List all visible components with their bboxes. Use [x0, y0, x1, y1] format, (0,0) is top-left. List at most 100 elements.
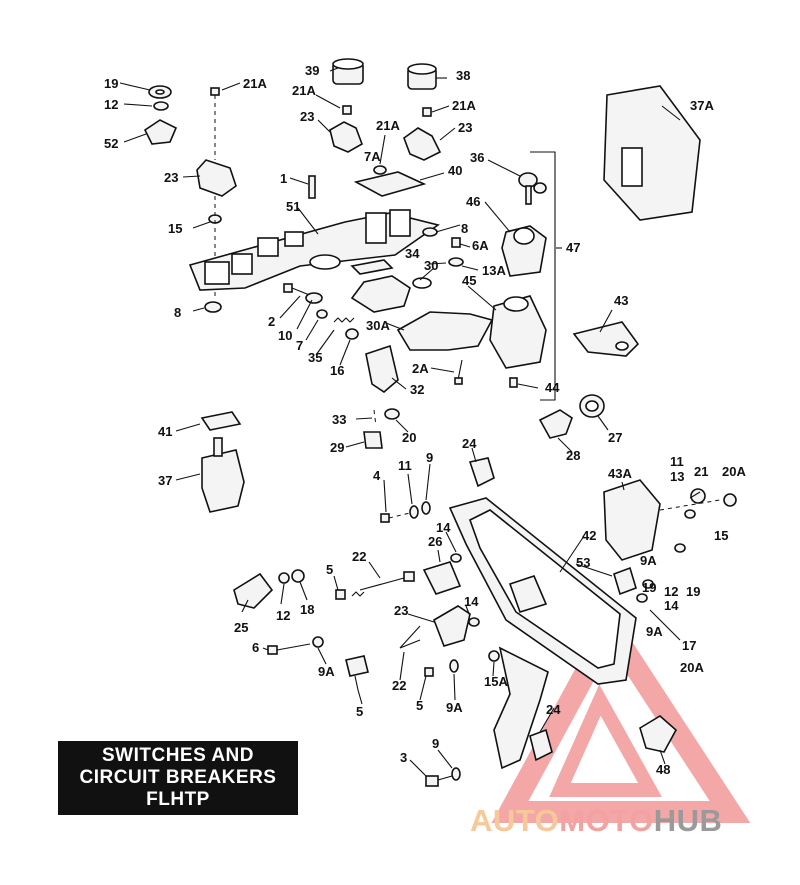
- callout-32: 32: [410, 382, 424, 397]
- part-nuts-19-12: [636, 543, 686, 603]
- part-bolt-4: [380, 511, 415, 523]
- callout-19-b: 19: [642, 580, 656, 595]
- callout-4: 4: [373, 468, 381, 483]
- callout-11-a: 11: [398, 458, 412, 473]
- callout-46: 46: [466, 194, 480, 209]
- callout-20-a: 20: [402, 430, 416, 445]
- callout-12-a: 12: [104, 97, 118, 112]
- part-washer-8-left: [204, 301, 222, 313]
- callout-15-a: 15: [168, 221, 182, 236]
- callout-18: 18: [300, 602, 314, 617]
- callout-38: 38: [456, 68, 470, 83]
- part-bracket-30A: [396, 311, 494, 351]
- part-spring-35: [333, 317, 355, 323]
- callout-19-c: 19: [686, 584, 700, 599]
- callout-6A: 6A: [472, 238, 489, 253]
- callout-14-c: 14: [664, 598, 679, 613]
- callout-13: 13: [670, 469, 684, 484]
- part-cap-38: [407, 63, 437, 90]
- part-clamp-32: [365, 344, 399, 394]
- callout-5-b: 5: [416, 698, 423, 713]
- watermark-moto: MOTO: [559, 803, 654, 838]
- part-switch-25: [233, 572, 274, 609]
- callout-21A-a: 21A: [243, 76, 267, 91]
- part-switch-28: [538, 409, 573, 439]
- watermark-hub: HUB: [653, 803, 723, 838]
- part-bolt-6: [267, 636, 324, 655]
- callout-39: 39: [305, 63, 319, 78]
- callout-10: 10: [278, 328, 292, 343]
- leader-lines: [119, 67, 701, 777]
- callout-24-b: 24: [546, 702, 561, 717]
- callout-20A-a: 20A: [722, 464, 746, 479]
- callout-14-a: 14: [436, 520, 451, 535]
- part-bracket-24-lower: [493, 646, 553, 770]
- part-screw-2A: [454, 359, 463, 385]
- callout-5-c: 5: [356, 704, 363, 719]
- callout-9A-b: 9A: [646, 624, 663, 639]
- watermark-text: AUTOMOTOHUB: [470, 803, 722, 839]
- callout-43: 43: [614, 293, 628, 308]
- diagram-title-box: SWITCHES AND CIRCUIT BREAKERS FLHTP: [58, 741, 298, 815]
- callout-9A-a: 9A: [640, 553, 657, 568]
- callout-41: 41: [158, 424, 172, 439]
- part-bracket-30: [350, 275, 432, 313]
- part-switch-37: [201, 437, 245, 513]
- title-line-3: FLHTP: [146, 789, 210, 810]
- part-nut-20: [384, 408, 400, 420]
- part-washer-12: [153, 101, 169, 111]
- part-washers-12-18: [278, 569, 305, 584]
- part-plate-43: [572, 321, 640, 357]
- part-nut-20A: [723, 493, 737, 507]
- part-block-52: [143, 119, 178, 145]
- callout-22-a: 22: [352, 549, 366, 564]
- part-washer-15: [208, 196, 222, 300]
- callout-33: 33: [332, 412, 346, 427]
- callout-34: 34: [405, 246, 420, 261]
- callout-12-c: 12: [276, 608, 290, 623]
- callout-15A: 15A: [484, 674, 508, 689]
- callout-8-a: 8: [461, 221, 468, 236]
- part-plate-40: [353, 171, 427, 197]
- callout-17: 17: [682, 638, 696, 653]
- callout-24-a: 24: [462, 436, 477, 451]
- callout-23-a: 23: [300, 109, 314, 124]
- callout-30A: 30A: [366, 318, 390, 333]
- callout-47: 47: [566, 240, 580, 255]
- callout-48: 48: [656, 762, 670, 777]
- part-breaker-23: [399, 605, 471, 649]
- callout-37: 37: [158, 473, 172, 488]
- callout-42: 42: [582, 528, 596, 543]
- callout-9-b: 9: [432, 736, 439, 751]
- callout-15-b: 15: [714, 528, 728, 543]
- part-bolt-5-lower: [424, 659, 459, 677]
- watermark-auto: AUTO: [470, 803, 560, 838]
- callout-28: 28: [566, 448, 580, 463]
- part-nut-21: [690, 488, 706, 504]
- part-screw-21A: [210, 87, 220, 160]
- callout-29: 29: [330, 440, 344, 455]
- callout-11-b: 11: [670, 454, 684, 469]
- callout-12-b: 12: [664, 584, 678, 599]
- callout-labels: 19 21A 12 52 39 38 21A 21A 23 21A 23 37A…: [104, 63, 746, 777]
- part-bolt-6A: [448, 237, 464, 267]
- part-nut-19: [148, 85, 172, 99]
- part-washer-8-mid: [422, 227, 438, 237]
- callout-9A-d: 9A: [446, 700, 463, 715]
- part-bolt-22-lower: [399, 639, 421, 649]
- part-washer-7: [316, 309, 328, 319]
- callout-36: 36: [470, 150, 484, 165]
- part-nut-15: [684, 509, 696, 519]
- part-bracket-47-line: [530, 151, 556, 401]
- part-clip-23-top: [329, 121, 442, 161]
- callout-7: 7: [296, 338, 303, 353]
- callout-23-b: 23: [458, 120, 472, 135]
- callout-2A: 2A: [412, 361, 429, 376]
- part-cap-39: [332, 58, 364, 85]
- callout-5-a: 5: [326, 562, 333, 577]
- callout-40: 40: [448, 163, 462, 178]
- title-line-1: SWITCHES AND: [101, 745, 255, 766]
- callout-2: 2: [268, 314, 275, 329]
- part-ignition-46: [501, 225, 547, 277]
- part-nut-16: [345, 328, 359, 340]
